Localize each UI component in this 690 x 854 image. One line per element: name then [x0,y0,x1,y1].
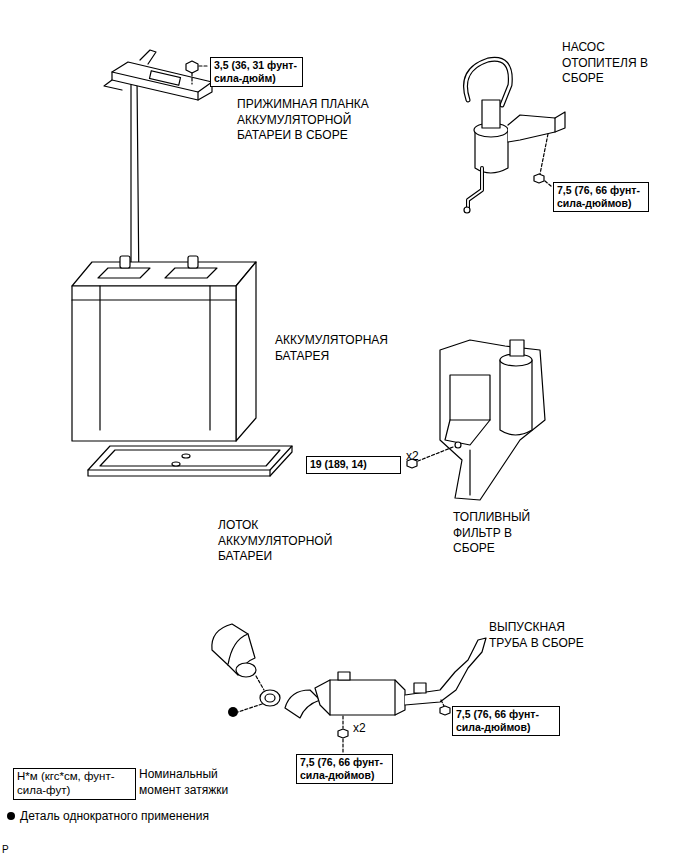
battery-tray-drawing [88,446,292,476]
quantity-label: x2 [353,721,383,737]
torque-box: 3,5 (36, 31 фунт-сила-дюйм) [210,57,303,87]
torque-box: 7,5 (76, 66 фунт-сила-дюймов) [296,754,393,784]
nut [534,174,544,183]
quantity-label: x2 [406,449,436,465]
legend-text: Деталь однократного применения [20,809,320,825]
torque-value: 19 (189, 14) [310,458,397,471]
torque-value: 3,5 (36, 31 фунт-сила-дюйм) [214,59,299,84]
torque-box: 7,5 (76, 66 фунт-сила-дюймов) [452,706,560,736]
part-name: ЛОТОК АККУМУЛЯТОРНОЙ БАТАРЕИ [218,518,348,565]
single-use-mark [7,812,15,820]
torque-box: 19 (189, 14) [306,456,401,474]
heater-pump-drawing [464,59,565,213]
bolt [440,706,450,715]
torque-value: 7,5 (76, 66 фунт-сила-дюймов) [456,708,556,733]
torque-box: 7,5 (76, 66 фунт-сила-дюймов) [553,182,649,212]
fuel-filter-drawing [407,340,545,500]
exhaust-pipe-drawing [212,624,486,752]
unit-legend-box: Н*м (кгс*см, фунт-сила-фут) [13,768,136,800]
part-name: ВЫПУСКНАЯ ТРУБА В СБОРЕ [489,620,585,651]
part-name: НАСОС ОТОПИТЕЛЯ В СБОРЕ [562,40,667,87]
part-name: АККУМУЛЯТОРНАЯ БАТАРЕЯ [275,333,415,364]
torque-value: 7,5 (76, 66 фунт-сила-дюймов) [300,756,389,781]
part-name: ПРИЖИМНАЯ ПЛАНКА АККУМУЛЯТОРНОЙ БАТАРЕИ … [237,97,385,144]
unit-text: Н*м (кгс*см, фунт-сила-фут) [17,770,132,797]
torque-value: 7,5 (76, 66 фунт-сила-дюймов) [557,184,645,209]
page-mark: P [2,842,22,854]
part-name: ТОПЛИВНЫЙ ФИЛЬТР В СБОРЕ [453,510,553,557]
legend-text: Номинальный момент затяжки [139,767,249,798]
nut [186,61,198,73]
battery-drawing [72,256,256,441]
nut [338,729,348,738]
single-use-mark [228,707,238,717]
